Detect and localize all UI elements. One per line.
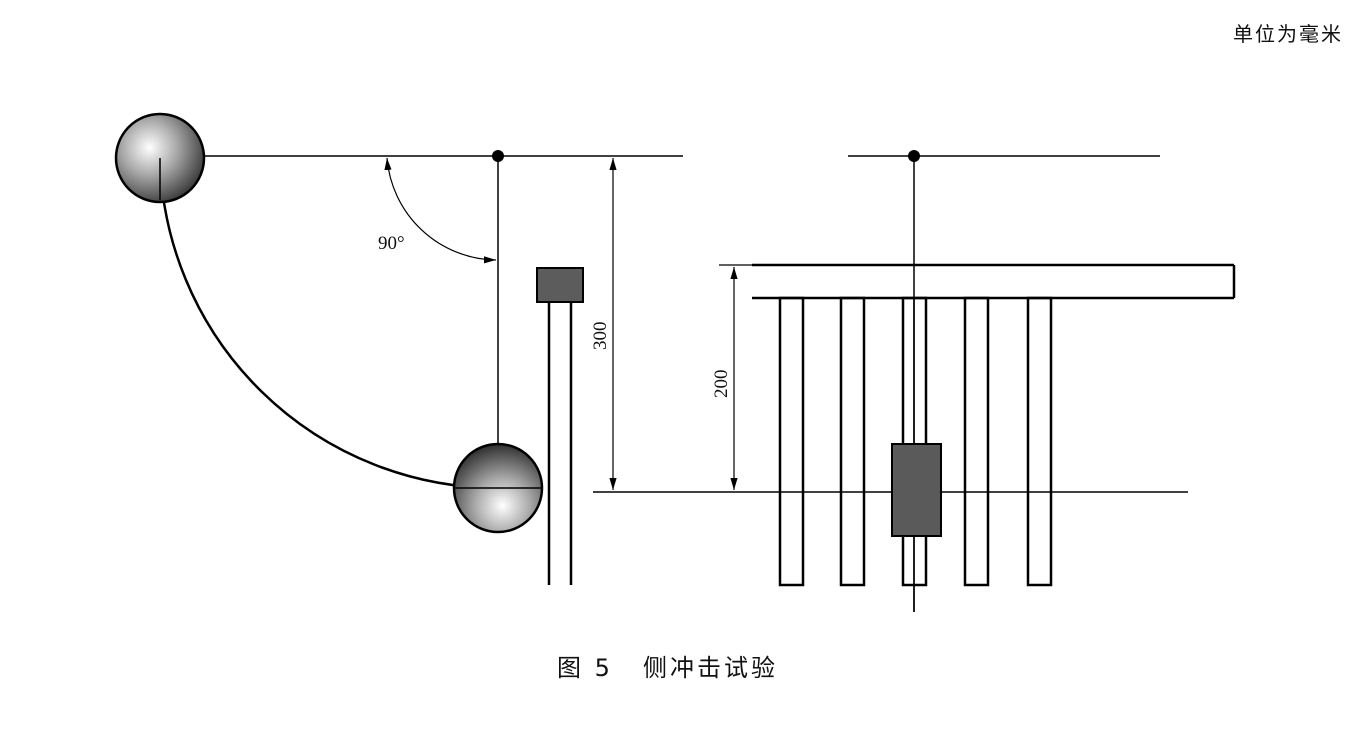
angle-arc-90 — [384, 157, 497, 264]
unit-note: 单位为毫米 — [1233, 22, 1343, 46]
impact-block-front — [891, 443, 942, 537]
slat-4 — [963, 296, 990, 587]
pendulum-swing-arc — [158, 155, 499, 490]
figure-title: 侧冲击试验 — [643, 654, 778, 682]
slat-1 — [778, 296, 805, 587]
dimension-label-300: 300 — [590, 322, 611, 351]
dimension-label-200: 200 — [711, 370, 732, 399]
slat-2 — [839, 296, 866, 587]
specimen-head-side — [536, 267, 584, 303]
figure-number: 图 5 — [557, 654, 613, 682]
angle-label: 90° — [378, 233, 405, 254]
slat-5 — [1026, 296, 1053, 587]
